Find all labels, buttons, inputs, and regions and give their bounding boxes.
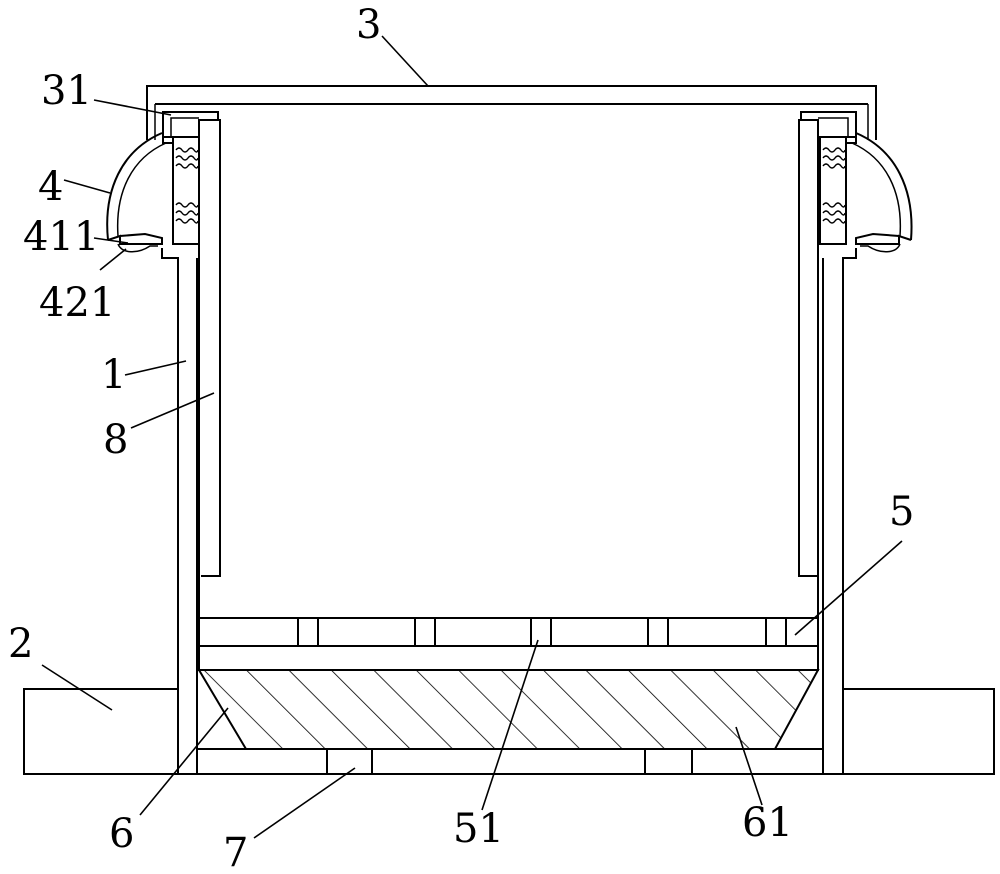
- top-lid: [146, 85, 877, 140]
- label-7: 7: [223, 830, 248, 874]
- leader-lines: [41, 35, 903, 839]
- filter-block: [197, 669, 820, 750]
- label-2: 2: [8, 621, 33, 667]
- label-6: 6: [109, 811, 134, 857]
- part-labels: 3 31 4 411 421 1 8 5 2 6 7 51 61: [8, 2, 914, 874]
- label-61: 61: [742, 800, 793, 846]
- perforated-plate: [198, 617, 819, 671]
- lid-clip-left: [162, 111, 219, 144]
- label-421: 421: [39, 280, 115, 326]
- latch-right: [851, 132, 913, 253]
- label-4: 4: [38, 164, 63, 210]
- latch-left: [106, 132, 167, 253]
- label-1: 1: [101, 352, 126, 398]
- lid-clip-right: [800, 111, 857, 144]
- label-411: 411: [23, 214, 99, 260]
- spring-housing-right: [819, 136, 847, 245]
- label-51: 51: [453, 806, 504, 852]
- outer-housing: [161, 248, 857, 775]
- bottom-vents: [197, 748, 823, 775]
- label-31: 31: [41, 68, 92, 114]
- label-3: 3: [356, 2, 381, 48]
- label-8: 8: [103, 417, 128, 463]
- label-5: 5: [889, 489, 914, 535]
- base-plate-right: [842, 688, 995, 775]
- spring-housing-left: [172, 136, 200, 245]
- inner-liner: [198, 119, 819, 618]
- base-plate-left: [23, 688, 179, 775]
